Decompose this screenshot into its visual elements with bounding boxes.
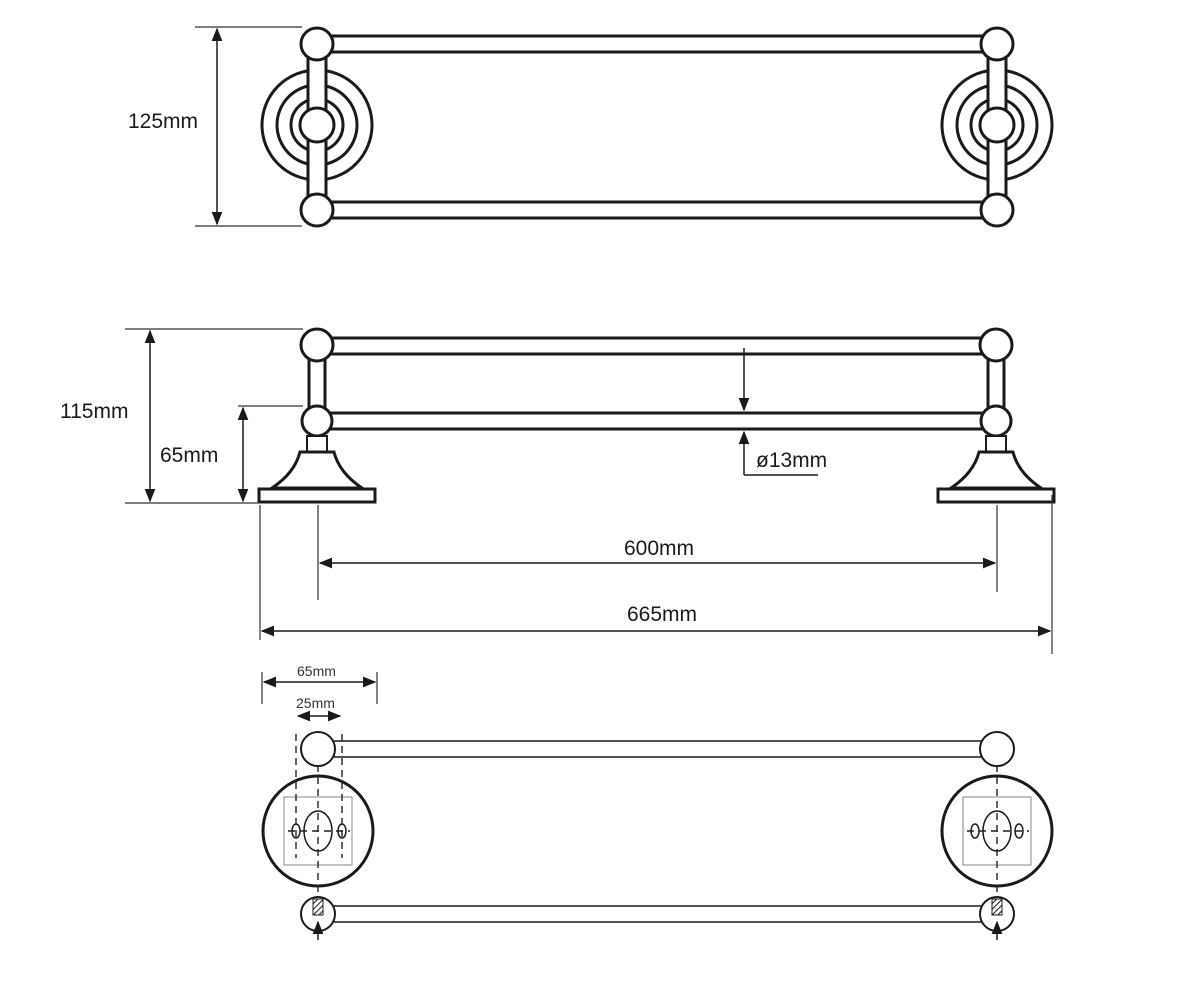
dimension-plate-65mm: 65mm	[261, 663, 378, 704]
mounting-view: 65mm 25mm	[261, 663, 1054, 940]
dim-label-screw-25: 25mm	[296, 695, 335, 711]
dim-label-600: 600mm	[624, 537, 694, 560]
side-view: 115mm 65mm ø13mm 600mm 665mm	[60, 327, 1056, 654]
dimension-600mm: 600mm	[317, 505, 998, 600]
dim-label-115: 115mm	[60, 400, 128, 423]
side-view-left-post	[257, 327, 377, 504]
dimension-125mm: 125mm	[128, 26, 302, 227]
front-view: 125mm	[128, 26, 1054, 228]
dim-label-125: 125mm	[128, 110, 198, 133]
side-view-upper-bar	[330, 336, 985, 356]
dim-label-diameter: ø13mm	[756, 449, 827, 472]
front-view-left-bracket	[260, 26, 374, 228]
dim-label-665: 665mm	[627, 603, 697, 626]
mounting-view-right-plate	[940, 731, 1054, 940]
dimension-bar-diameter: ø13mm	[738, 348, 827, 476]
mounting-view-lower-bar	[334, 905, 984, 923]
dim-label-65: 65mm	[160, 444, 218, 467]
dimension-115mm: 115mm	[60, 328, 303, 504]
side-view-lower-bar	[330, 411, 985, 431]
dimension-665mm: 665mm	[259, 495, 1053, 654]
mounting-view-upper-bar	[334, 740, 984, 758]
side-view-right-post	[936, 327, 1056, 504]
mounting-view-left-plate	[261, 731, 375, 940]
dimension-65mm: 65mm	[160, 405, 303, 503]
dim-label-plate-65: 65mm	[297, 663, 336, 679]
dimension-screw-25mm: 25mm	[296, 695, 342, 722]
front-view-upper-bar	[332, 34, 985, 54]
front-view-lower-bar	[332, 200, 985, 220]
front-view-right-bracket	[940, 26, 1054, 228]
